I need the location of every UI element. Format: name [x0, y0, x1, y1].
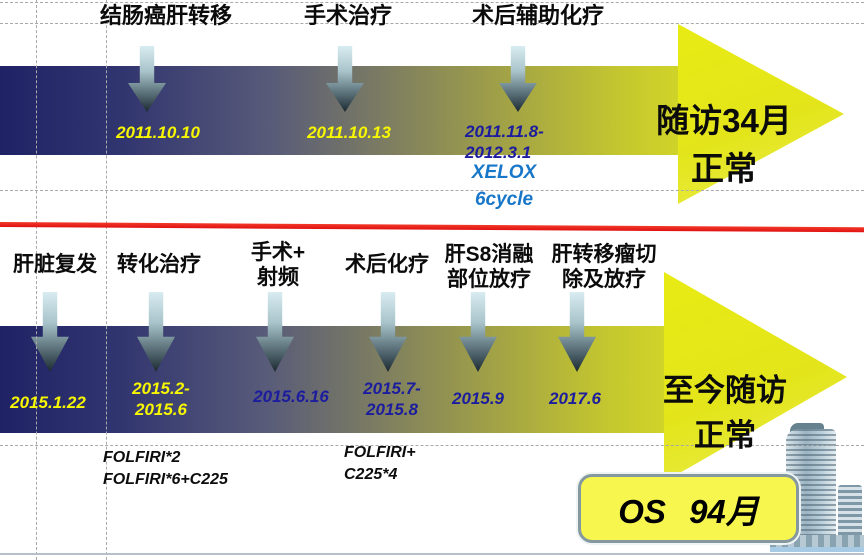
chemo-note: FOLFIRI+ C225*4	[344, 444, 416, 483]
event-label: 手术+ 射频	[250, 241, 306, 289]
guide-line-horizontal	[0, 190, 864, 191]
follow-up-text: 随访34月正常	[656, 102, 792, 187]
os-badge-text: OS 94月	[618, 492, 759, 530]
event-label: 术后辅助化疗	[471, 3, 605, 28]
event-date: 2015.7- 2015.8	[363, 379, 421, 419]
red-divider-line	[0, 222, 864, 233]
follow-up-text: 至今随访正常	[663, 373, 787, 453]
event-date: 2011.10.13	[307, 123, 391, 142]
building-waterfront	[770, 547, 864, 552]
timeline2-arrow-body	[0, 326, 664, 433]
event-date: 2017.6	[549, 389, 601, 408]
event-label: 结肠癌肝转移	[99, 3, 233, 28]
event-date: 2011.11.8- 2012.3.1	[465, 122, 544, 162]
chemo-note: FOLFIRI*2 FOLFIRI*6+C225	[103, 449, 228, 488]
event-label: 转化治疗	[117, 253, 201, 276]
guide-line-horizontal	[0, 23, 864, 24]
building-annex	[838, 485, 862, 541]
event-label: 术后化疗	[345, 253, 429, 276]
event-date: 2015.9	[452, 389, 504, 408]
event-date: 2015.6.16	[253, 387, 329, 406]
regimen-note: XELOX 6cycle	[471, 162, 537, 210]
event-date: 2015.1.22	[10, 393, 86, 412]
event-date: 2015.2- 2015.6	[132, 379, 190, 419]
guide-line-vertical	[106, 0, 107, 560]
event-date: 2011.10.10	[116, 123, 200, 142]
event-label: 肝转移瘤切 除及放疗	[551, 243, 657, 291]
event-label: 肝S8消融 部位放疗	[444, 243, 534, 291]
event-label: 肝脏复发	[13, 253, 97, 276]
slide-bottom-border	[0, 553, 864, 555]
guide-line-horizontal	[0, 2, 864, 3]
guide-line-horizontal	[0, 445, 864, 446]
guide-line-vertical	[36, 0, 37, 560]
event-label: 手术治疗	[303, 3, 393, 28]
os-badge: OS 94月	[578, 474, 799, 543]
